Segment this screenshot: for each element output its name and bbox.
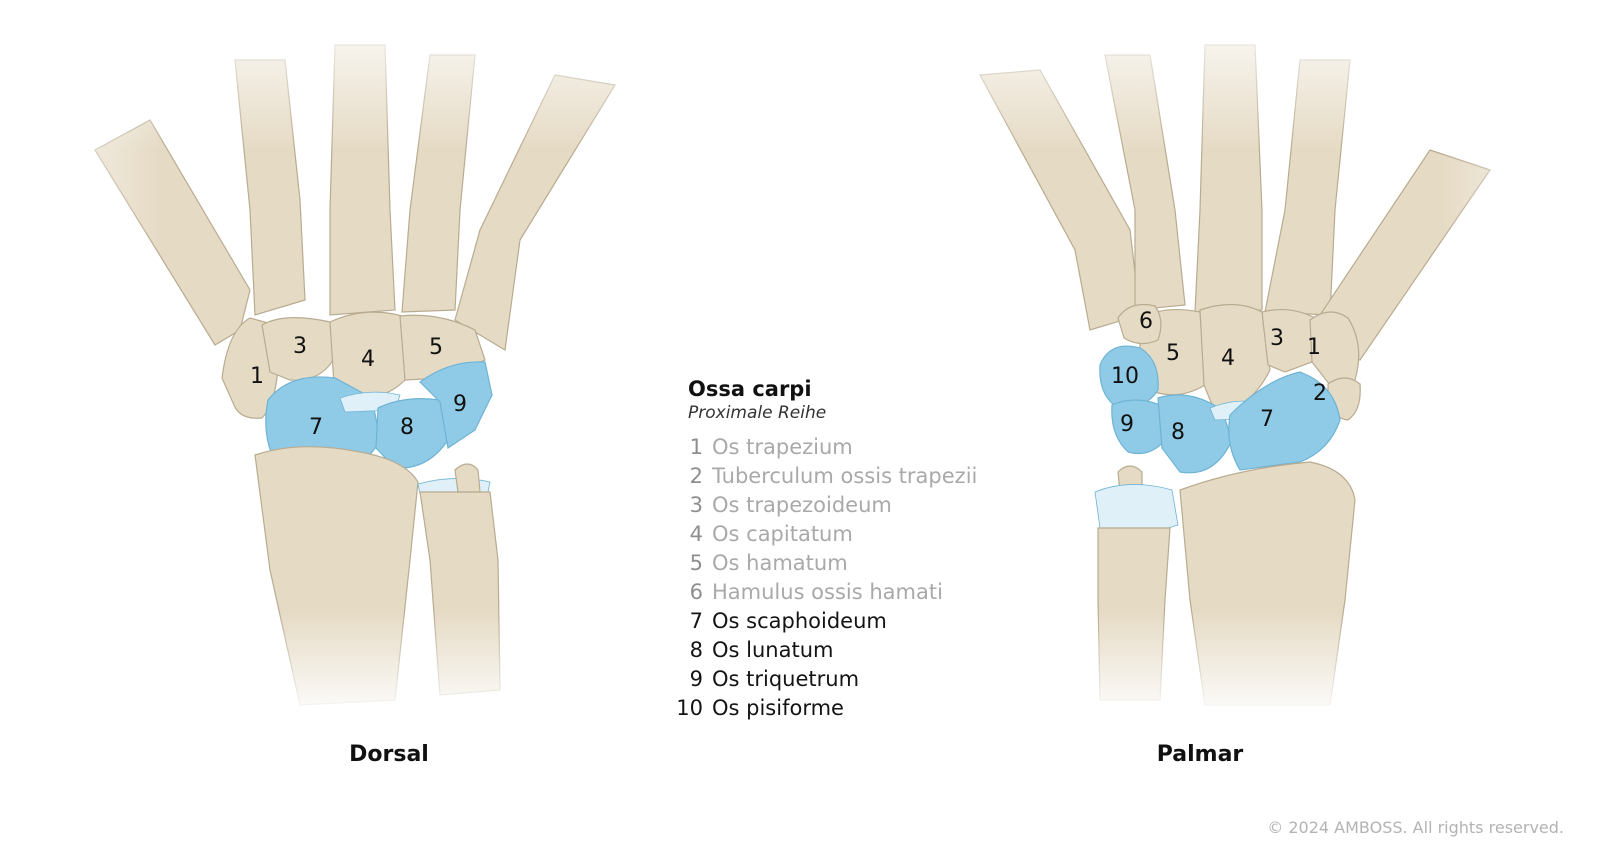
- palmar-number-8: 8: [1171, 420, 1185, 445]
- palmar-bone-10: [1099, 345, 1159, 409]
- legend-item-number: 8: [689, 638, 703, 662]
- palmar-number-1: 1: [1307, 335, 1321, 360]
- legend-item: 5 Os hamatum: [688, 549, 988, 578]
- legend-item-number: 6: [689, 580, 703, 604]
- legend-item-number: 4: [689, 522, 703, 546]
- legend-item: 3 Os trapezoideum: [688, 491, 988, 520]
- legend-item: 4 Os capitatum: [688, 520, 988, 549]
- palmar-bone-3: [1261, 308, 1316, 373]
- legend: Ossa carpi Proximale Reihe 1 Os trapezium…: [676, 376, 988, 723]
- palmar-number-5: 5: [1166, 341, 1180, 366]
- palmar-label: Palmar: [1156, 742, 1244, 767]
- legend-item-number: 9: [689, 667, 703, 691]
- palmar-number-3: 3: [1270, 326, 1284, 351]
- legend-item: 8 Os lunatum: [688, 636, 988, 665]
- legend-item-number: 3: [689, 493, 703, 517]
- legend-item: 1 Os trapezium: [688, 433, 988, 462]
- legend-item-name: Tuberculum ossis trapezii: [712, 464, 978, 488]
- palmar-bone-1: [1309, 311, 1360, 386]
- palmar-number-6: 6: [1139, 309, 1153, 334]
- bottom-fade: [0, 610, 1600, 720]
- palmar-number-9: 9: [1120, 412, 1134, 437]
- palmar-bone-9: [1111, 399, 1166, 455]
- dorsal-number-5: 5: [429, 335, 443, 360]
- right-fade: [1440, 0, 1600, 855]
- dorsal-number-8: 8: [400, 415, 414, 440]
- legend-item: 7 Os scaphoideum: [688, 607, 988, 636]
- legend-item-name: Hamulus ossis hamati: [712, 580, 943, 604]
- dorsal-number-7: 7: [309, 415, 323, 440]
- legend-item-name: Os triquetrum: [712, 667, 860, 691]
- top-fade: [0, 0, 1600, 150]
- legend-item-name: Os capitatum: [712, 522, 853, 546]
- dorsal-number-3: 3: [293, 334, 307, 359]
- legend-item: 6 Hamulus ossis hamati: [688, 578, 988, 607]
- legend-item-name: Os trapezoideum: [712, 493, 892, 517]
- legend-item-number: 1: [689, 435, 703, 459]
- legend-item-number: 10: [676, 696, 703, 720]
- palmar-number-7: 7: [1260, 407, 1274, 432]
- dorsal-number-9: 9: [453, 392, 467, 417]
- legend-item-name: Os trapezium: [712, 435, 853, 459]
- dorsal-number-4: 4: [361, 347, 375, 372]
- legend-item: 9 Os triquetrum: [688, 665, 988, 694]
- dorsal-label: Dorsal: [349, 742, 429, 767]
- palmar-number-10: 10: [1111, 364, 1139, 389]
- palmar-ulna-cartilage: [1094, 484, 1179, 533]
- legend-title: Ossa carpi: [688, 377, 812, 401]
- palmar-bone-7: [1228, 371, 1341, 471]
- legend-item-name: Os lunatum: [712, 638, 834, 662]
- left-fade: [0, 0, 160, 855]
- legend-item-number: 2: [689, 464, 703, 488]
- legend-item-name: Os hamatum: [712, 551, 848, 575]
- dorsal-ulna-styloid: [454, 463, 481, 493]
- legend-item-number: 7: [689, 609, 703, 633]
- copyright-notice: © 2024 AMBOSS. All rights reserved.: [1267, 818, 1564, 837]
- legend-item-name: Os pisiforme: [712, 696, 844, 720]
- palmar-bone-6: [1117, 303, 1162, 345]
- legend-item: 10 Os pisiforme: [676, 694, 988, 723]
- legend-item-number: 5: [689, 551, 703, 575]
- legend-item: 2 Tuberculum ossis trapezii: [688, 462, 988, 491]
- dorsal-bone-9: [419, 361, 493, 450]
- legend-list: 1 Os trapezium 2 Tuberculum ossis trapezii…: [676, 433, 988, 723]
- palmar-number-4: 4: [1221, 346, 1235, 371]
- dorsal-number-1: 1: [250, 364, 264, 389]
- legend-item-name: Os scaphoideum: [712, 609, 887, 633]
- palmar-number-2: 2: [1313, 381, 1327, 406]
- legend-subtitle: Proximale Reihe: [688, 403, 827, 423]
